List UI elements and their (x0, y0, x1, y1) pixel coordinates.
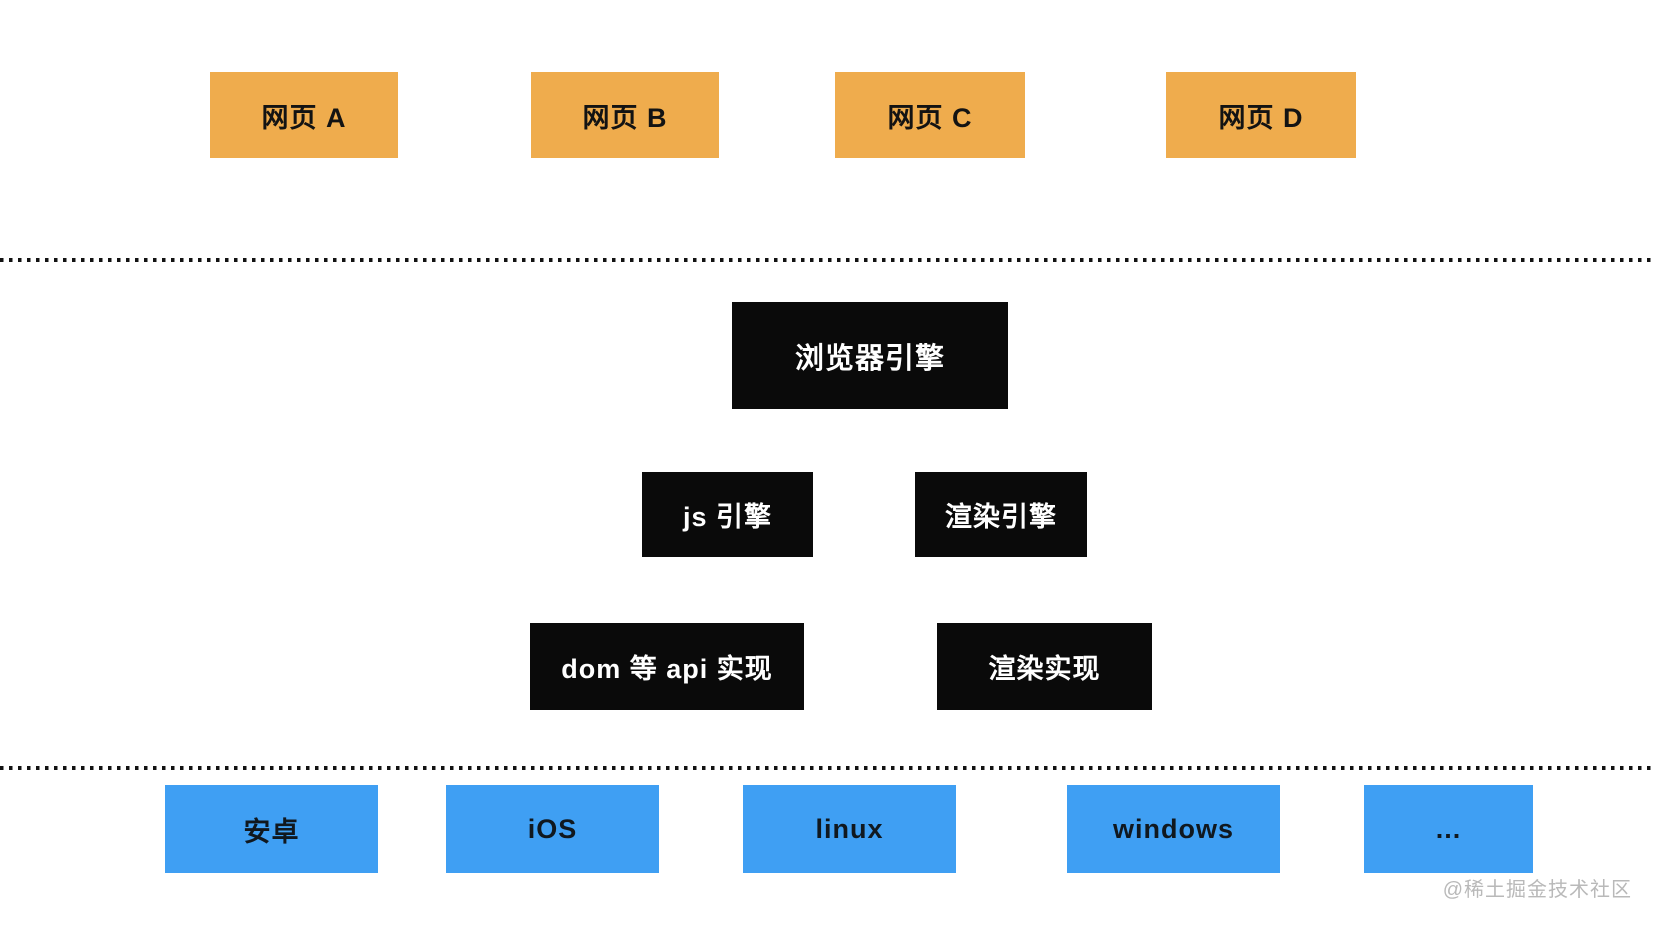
platform-windows-box: windows (1067, 785, 1280, 873)
render-implementation-box: 渲染实现 (937, 623, 1152, 710)
webpage-b-box: 网页 B (531, 72, 719, 158)
divider-dotted-bottom (0, 766, 1656, 770)
dom-api-implementation-box: dom 等 api 实现 (530, 623, 804, 710)
divider-dotted-top (0, 258, 1656, 262)
platform-more-box: ... (1364, 785, 1533, 873)
webpage-c-box: 网页 C (835, 72, 1025, 158)
platform-linux-box: linux (743, 785, 956, 873)
webpage-d-box: 网页 D (1166, 72, 1356, 158)
platform-android-box: 安卓 (165, 785, 378, 873)
browser-engine-box: 浏览器引擎 (732, 302, 1008, 409)
js-engine-box: js 引擎 (642, 472, 813, 557)
watermark-text: @稀土掘金技术社区 (1442, 879, 1632, 901)
render-engine-box: 渲染引擎 (915, 472, 1087, 557)
webpage-a-box: 网页 A (210, 72, 398, 158)
platform-ios-box: iOS (446, 785, 659, 873)
